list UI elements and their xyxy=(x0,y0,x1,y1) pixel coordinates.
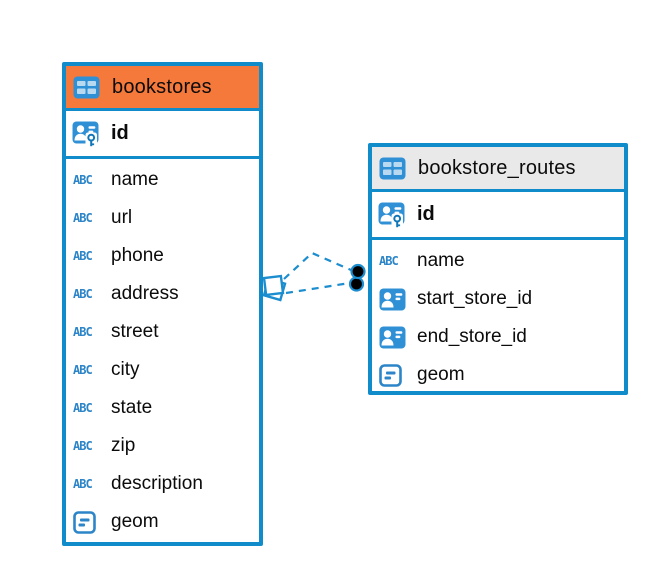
column-row-name[interactable]: ABC name xyxy=(372,242,624,280)
column-name: name xyxy=(417,250,465,271)
column-row-start-store-id[interactable]: start_store_id xyxy=(372,280,624,318)
text-type-icon: ABC xyxy=(73,210,93,226)
column-name: phone xyxy=(111,245,164,266)
column-name: street xyxy=(111,321,159,342)
column-row-url[interactable]: ABC url xyxy=(66,199,259,237)
pk-row-id[interactable]: id xyxy=(66,111,259,159)
table-bookstore-routes[interactable]: bookstore_routes id ABC name xyxy=(368,143,628,395)
table-header-bookstore-routes[interactable]: bookstore_routes xyxy=(372,147,624,192)
column-list: ABC name start_store_id xyxy=(372,240,624,396)
geometry-type-icon xyxy=(379,363,409,387)
geometry-type-icon xyxy=(73,510,103,534)
column-name: description xyxy=(111,473,203,494)
column-row-address[interactable]: ABC address xyxy=(66,275,259,313)
column-row-name[interactable]: ABC name xyxy=(66,161,259,199)
reference-person-icon xyxy=(379,288,409,311)
column-list: ABC name ABC url ABC phone ABC address A… xyxy=(66,159,259,543)
text-type-icon: ABC xyxy=(73,248,93,264)
column-row-description[interactable]: ABC description xyxy=(66,465,259,503)
pk-row-id[interactable]: id xyxy=(372,192,624,240)
text-type-icon: ABC xyxy=(73,362,93,378)
column-name: geom xyxy=(417,364,465,385)
column-row-city[interactable]: ABC city xyxy=(66,351,259,389)
column-row-state[interactable]: ABC state xyxy=(66,389,259,427)
table-name: bookstores xyxy=(112,75,212,98)
pk-column-name: id xyxy=(417,203,435,225)
primary-key-icon xyxy=(72,120,102,148)
column-name: city xyxy=(111,359,140,380)
table-icon xyxy=(73,76,103,99)
text-type-icon: ABC xyxy=(73,324,93,340)
column-row-zip[interactable]: ABC zip xyxy=(66,427,259,465)
relationship-endpoint-dot[interactable] xyxy=(350,263,366,280)
reference-person-icon xyxy=(379,326,409,349)
column-row-phone[interactable]: ABC phone xyxy=(66,237,259,275)
column-row-geom[interactable]: geom xyxy=(372,356,624,394)
column-name: address xyxy=(111,283,179,304)
column-name: state xyxy=(111,397,153,418)
column-row-end-store-id[interactable]: end_store_id xyxy=(372,318,624,356)
text-type-icon: ABC xyxy=(73,286,93,302)
primary-key-icon xyxy=(378,201,408,229)
table-header-bookstores[interactable]: bookstores xyxy=(66,66,259,111)
relationship-endpoint-dot[interactable] xyxy=(348,276,365,292)
column-name: name xyxy=(111,169,159,190)
relationship-source-diamond-icon[interactable] xyxy=(262,274,287,302)
text-type-icon: ABC xyxy=(73,172,93,188)
column-name: geom xyxy=(111,511,159,532)
column-name: start_store_id xyxy=(417,288,533,309)
table-name: bookstore_routes xyxy=(418,156,576,179)
text-type-icon: ABC xyxy=(73,476,93,492)
column-name: url xyxy=(111,207,133,228)
column-name: end_store_id xyxy=(417,326,527,347)
table-bookstores[interactable]: bookstores id ABC name ABC url xyxy=(62,62,263,546)
text-type-icon: ABC xyxy=(73,400,93,416)
relationship-line[interactable] xyxy=(283,251,352,280)
column-name: zip xyxy=(111,435,136,456)
relationship-line[interactable] xyxy=(285,281,351,295)
table-icon xyxy=(379,157,409,180)
pk-column-name: id xyxy=(111,122,129,144)
column-row-geom[interactable]: geom xyxy=(66,503,259,541)
text-type-icon: ABC xyxy=(73,438,93,454)
column-row-street[interactable]: ABC street xyxy=(66,313,259,351)
text-type-icon: ABC xyxy=(379,253,399,269)
